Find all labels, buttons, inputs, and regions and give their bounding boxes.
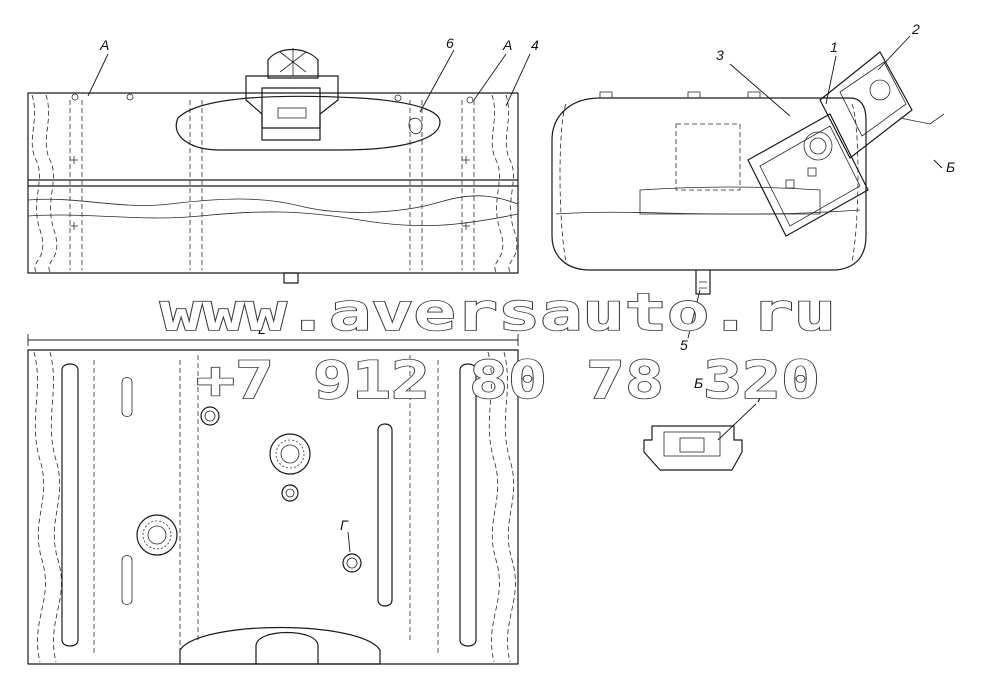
label-three: 3 bbox=[716, 47, 724, 63]
label-b-arrow: Б bbox=[946, 159, 955, 175]
view-b-detail bbox=[643, 425, 743, 471]
callout-labels: А 6 А 4 3 1 2 Б 5 Б 7 L Г bbox=[99, 21, 955, 533]
label-a-left: А bbox=[99, 37, 109, 53]
label-g: Г bbox=[340, 517, 349, 533]
tank-top-view bbox=[27, 334, 519, 665]
leader-lines bbox=[87, 35, 943, 553]
tank-side-view bbox=[551, 51, 945, 295]
label-b-view: Б bbox=[694, 375, 703, 391]
label-seven: 7 bbox=[756, 389, 765, 405]
tank-front-view bbox=[27, 48, 519, 284]
label-two: 2 bbox=[911, 21, 920, 37]
label-five: 5 bbox=[680, 337, 688, 353]
watermark: www.aversauto.ru +7 912 80 78 320 bbox=[159, 282, 837, 412]
watermark-site: www.aversauto.ru bbox=[160, 283, 836, 343]
label-length: L bbox=[258, 321, 266, 337]
label-one: 1 bbox=[830, 39, 838, 55]
label-a-right: А bbox=[502, 37, 512, 53]
label-four: 4 bbox=[531, 37, 539, 53]
label-six: 6 bbox=[446, 35, 454, 51]
watermark-phone: +7 912 80 78 320 bbox=[196, 351, 820, 411]
